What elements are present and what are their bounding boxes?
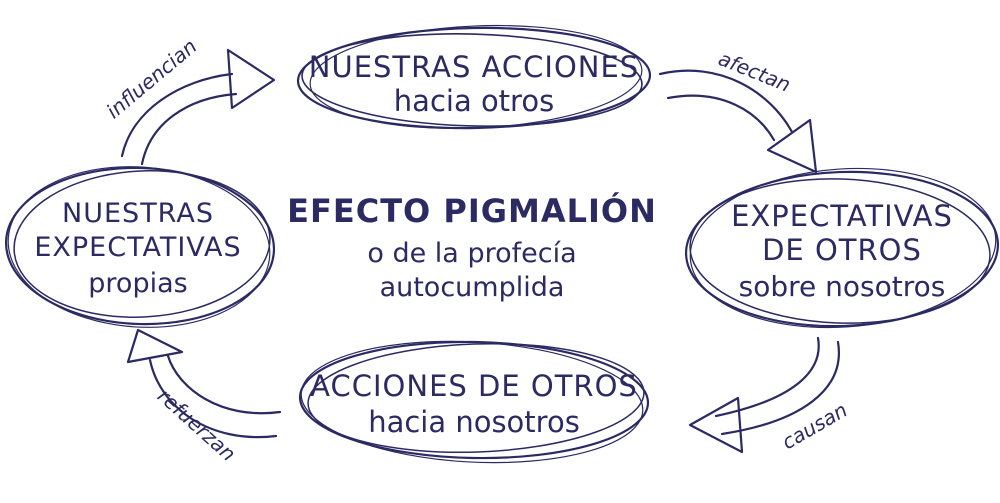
arrow-bottom-left-body: [148, 354, 282, 439]
node-top-outline: [296, 24, 652, 130]
center-subtitle-line1: o de la profecía: [367, 238, 576, 269]
node-bottom-line2: hacia nosotros: [368, 405, 580, 439]
arrow-bottom-right: causan: [688, 336, 852, 454]
node-left-line2: EXPECTATIVAS: [34, 232, 241, 263]
node-top-line2: hacia otros: [394, 84, 554, 118]
center-block: EFECTO PIGMALIÓN o de la profecía autocu…: [287, 191, 657, 303]
node-left-outline: [4, 166, 276, 328]
node-bottom-outline: [298, 340, 650, 464]
arrow-bottom-right-body: [714, 336, 840, 436]
center-title: EFECTO PIGMALIÓN: [287, 191, 657, 230]
arrow-bottom-left-head: [126, 328, 184, 364]
arrow-top-right: afectan: [658, 46, 818, 174]
arrow-top-left-head: [226, 48, 276, 110]
arrow-top-left: influencian: [102, 34, 276, 166]
arrow-bottom-right-label: causan: [778, 398, 852, 454]
node-right-line1: EXPECTATIVAS: [731, 199, 953, 233]
node-right-line2: DE OTROS: [762, 233, 922, 267]
node-left-line3: propias: [88, 268, 187, 299]
arrow-top-right-label: afectan: [715, 46, 794, 96]
node-top: NUESTRAS ACCIONES hacia otros: [296, 24, 652, 130]
arrow-bottom-left-label: refuerzan: [153, 384, 241, 466]
node-left-line1: NUESTRAS: [62, 198, 214, 229]
node-bottom-line1: ACCIONES DE OTROS: [310, 369, 638, 403]
arrow-top-left-label: influencian: [102, 34, 202, 123]
arrow-top-right-head: [766, 118, 818, 174]
node-top-line1: NUESTRAS ACCIONES: [309, 50, 639, 84]
arrow-top-right-body: [658, 69, 794, 142]
node-bottom: ACCIONES DE OTROS hacia nosotros: [298, 340, 650, 464]
arrow-top-left-body: [120, 72, 238, 166]
arrow-bottom-right-head: [688, 396, 744, 454]
center-subtitle-line2: autocumplida: [380, 272, 565, 303]
node-right-line3: sobre nosotros: [739, 270, 946, 303]
node-right: EXPECTATIVAS DE OTROS sobre nosotros: [684, 167, 1000, 329]
node-right-outline: [684, 167, 1000, 329]
node-left: NUESTRAS EXPECTATIVAS propias: [4, 166, 276, 328]
arrow-bottom-left: refuerzan: [126, 328, 282, 466]
